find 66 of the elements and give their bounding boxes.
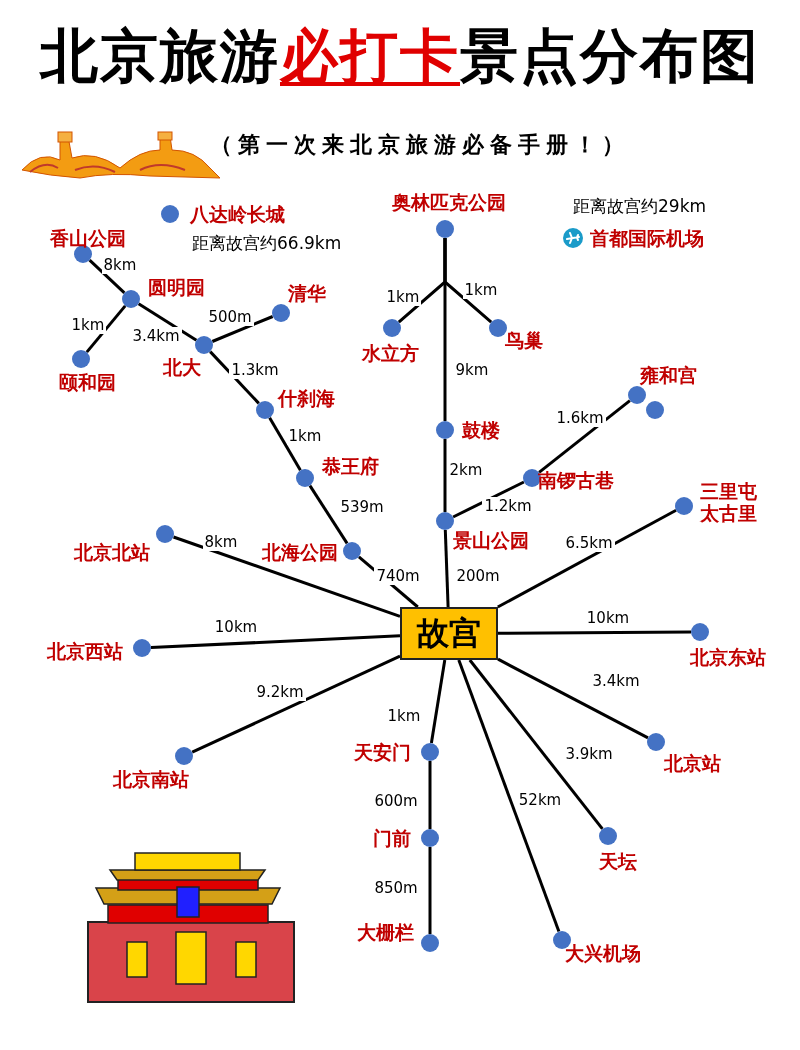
place-label: 清华 bbox=[288, 282, 326, 304]
place-label: 鼓楼 bbox=[462, 419, 500, 441]
connector-line bbox=[497, 657, 649, 740]
place-label: 颐和园 bbox=[58, 371, 116, 393]
connector-line bbox=[211, 315, 274, 343]
connector-line bbox=[429, 659, 447, 744]
location-dot bbox=[646, 401, 664, 419]
place-label: 天安门 bbox=[354, 741, 411, 763]
connector-line bbox=[137, 302, 198, 342]
place-label: 大兴机场 bbox=[565, 942, 641, 964]
connector-line bbox=[191, 654, 401, 754]
connector-line bbox=[209, 350, 260, 405]
connector-line bbox=[150, 634, 401, 650]
place-label: 门前 bbox=[373, 827, 411, 849]
landmark-box: 故宫 bbox=[400, 607, 498, 660]
connector-line bbox=[85, 304, 127, 354]
place-label: 北京站 bbox=[663, 752, 721, 774]
place-label: 三里屯太古里 bbox=[700, 480, 758, 524]
edge-label: 1km bbox=[462, 281, 500, 299]
connector-line bbox=[428, 847, 432, 934]
place-label: 北大 bbox=[163, 356, 201, 378]
place-label: 景山公园 bbox=[453, 529, 529, 551]
edge-label: 9.2km bbox=[254, 683, 306, 701]
connector-line bbox=[173, 535, 401, 618]
place-label: 奥林匹克公园 bbox=[392, 191, 506, 213]
edge-label: 1.3km bbox=[229, 361, 281, 379]
connector-line bbox=[497, 509, 677, 609]
edge-label: 500m bbox=[206, 308, 254, 326]
edge-label: 8km bbox=[101, 256, 139, 274]
place-label: 北京东站 bbox=[690, 646, 766, 668]
connector-line bbox=[443, 529, 450, 608]
title: 北京旅游必打卡景点分布图 bbox=[38, 21, 761, 92]
place-label: 北京北站 bbox=[74, 541, 150, 563]
place-label: 恭王府 bbox=[322, 455, 379, 477]
place-label: 什刹海 bbox=[278, 387, 335, 409]
connector-line bbox=[88, 259, 126, 294]
place-label: 北海公园 bbox=[262, 541, 338, 563]
place-label: 南锣古巷 bbox=[538, 469, 614, 491]
connector-line bbox=[308, 484, 349, 545]
place-label: 圆明园 bbox=[148, 276, 205, 298]
edge-label: 1km bbox=[286, 427, 324, 445]
distance-note: 距离故宫约66.9km bbox=[192, 233, 342, 253]
place-label: 鸟巢 bbox=[505, 329, 543, 351]
place-label: 八达岭长城 bbox=[190, 203, 285, 225]
connector-line bbox=[428, 761, 432, 829]
place-label: 水立方 bbox=[361, 342, 419, 364]
distance-note: 距离故宫约29km bbox=[573, 196, 707, 216]
place-label: 天坛 bbox=[599, 850, 637, 872]
place-label: 北京南站 bbox=[113, 768, 189, 790]
place-label: 北京西站 bbox=[47, 640, 123, 662]
place-label: 香山公园 bbox=[50, 227, 126, 249]
edge-label: 6.5km bbox=[563, 534, 615, 552]
connector-line bbox=[443, 238, 447, 421]
connector-line bbox=[468, 659, 604, 830]
connector-line bbox=[443, 439, 447, 512]
connector-line bbox=[452, 480, 525, 519]
place-label: 首都国际机场 bbox=[590, 227, 704, 249]
subtitle: （第一次来北京旅游必备手册！） bbox=[210, 130, 630, 159]
place-label: 雍和宫 bbox=[639, 364, 697, 386]
connector-line bbox=[457, 659, 561, 933]
place-label: 大栅栏 bbox=[357, 921, 414, 943]
connector-line bbox=[498, 630, 691, 635]
edge-label: 740m bbox=[374, 567, 422, 585]
connector-line bbox=[268, 417, 302, 471]
edge-label: 8km bbox=[202, 533, 240, 551]
connector-line bbox=[538, 399, 631, 474]
